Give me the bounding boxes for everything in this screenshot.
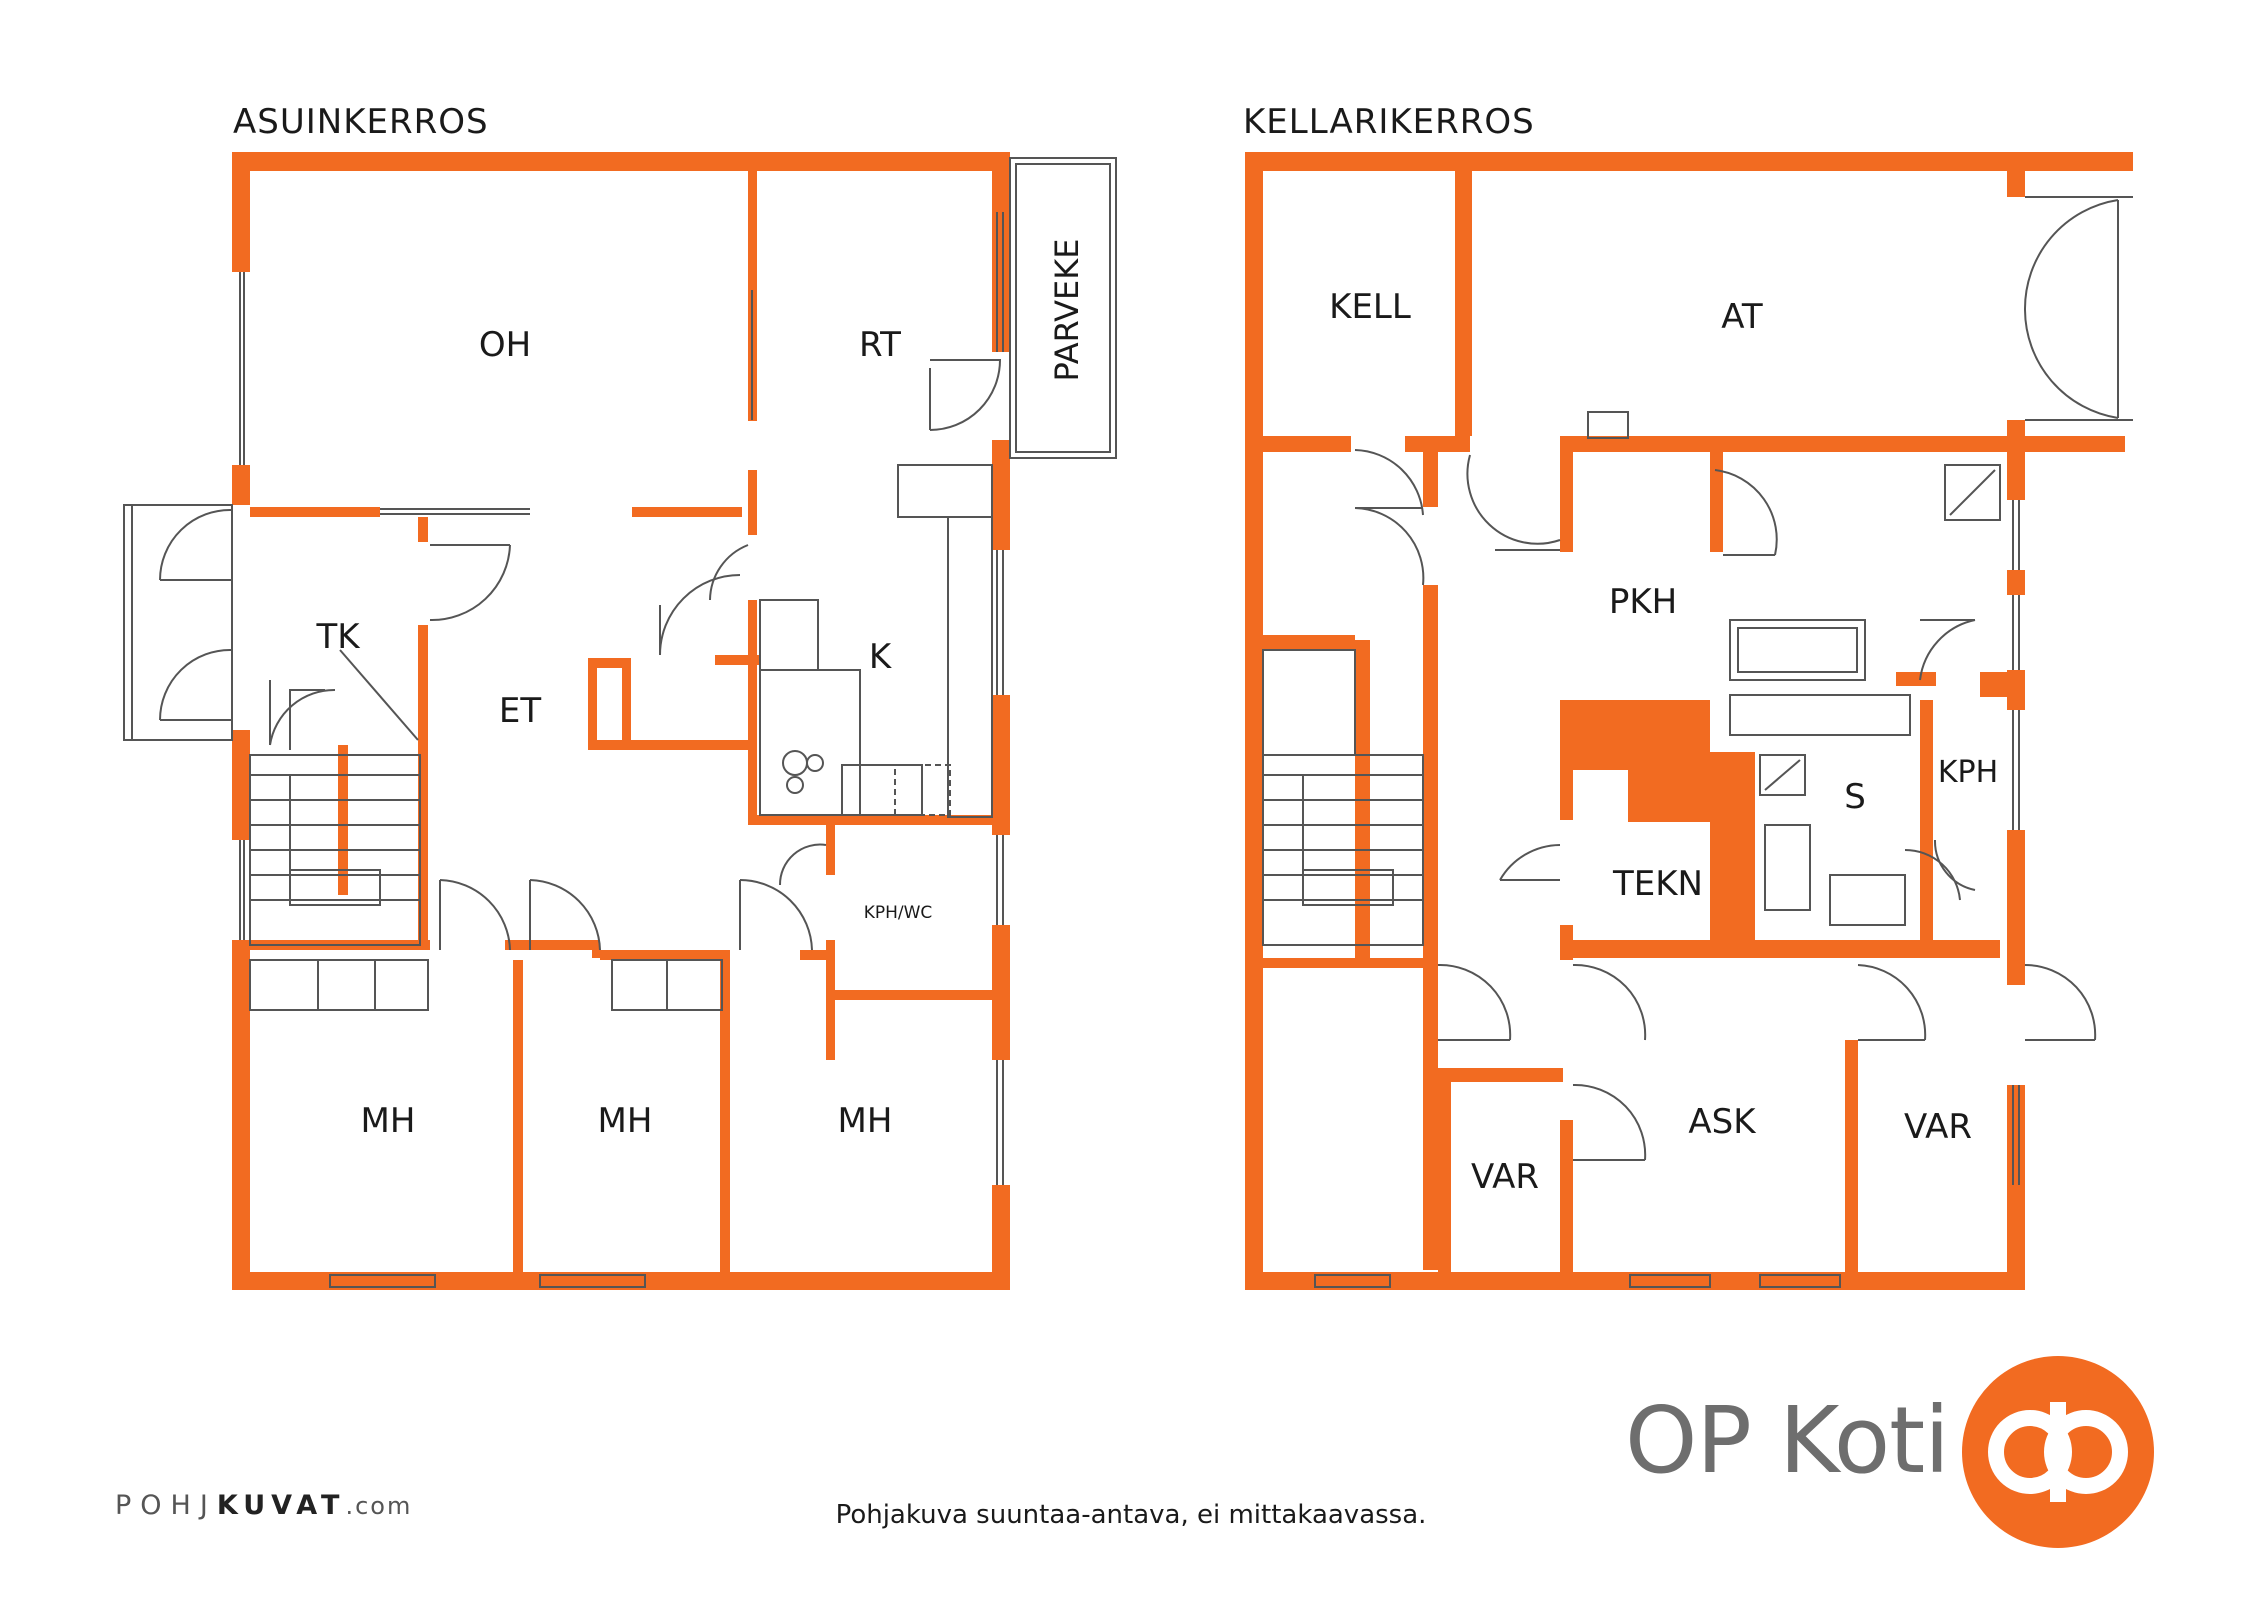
floor-title-basement: KELLARIKERROS <box>1243 102 1535 142</box>
room-label-tk: TK <box>315 617 361 657</box>
room-label-mh-2: MH <box>598 1101 653 1141</box>
pohjakuvat-credit: POHJKUVAT.com <box>115 1490 412 1521</box>
room-label-kell: KELL <box>1329 287 1411 327</box>
room-label-mh-1: MH <box>361 1101 416 1141</box>
room-label-et: ET <box>499 691 541 731</box>
disclaimer-caption: Pohjakuva suuntaa-antava, ei mittakaavas… <box>835 1500 1427 1530</box>
room-label-mh-3: MH <box>838 1101 893 1141</box>
op-logo-icon <box>1962 1356 2154 1548</box>
basement-floor <box>1245 152 2133 1290</box>
floor-title-main: ASUINKERROS <box>233 102 489 142</box>
room-label-ask: ASK <box>1688 1102 1757 1142</box>
room-label-kph: KPH <box>1938 755 1998 790</box>
brand-name: OP Koti <box>1625 1387 1950 1494</box>
room-label-tekn: TEKN <box>1612 864 1703 904</box>
main-floor-room-labels: OH RT PARVEKE TK ET K KPH/WC MH MH MH <box>315 239 1086 1141</box>
room-label-var-1: VAR <box>1471 1157 1539 1197</box>
room-label-rt: RT <box>859 325 901 365</box>
room-label-k: K <box>869 637 893 677</box>
room-label-kph-wc: KPH/WC <box>864 903 933 923</box>
credit-part2: KUVAT <box>216 1490 346 1521</box>
room-label-s: S <box>1844 777 1866 817</box>
room-label-at: AT <box>1721 297 1763 337</box>
main-floor-lines <box>123 157 1117 1288</box>
credit-part1: POHJ <box>115 1490 217 1521</box>
room-label-oh: OH <box>479 325 531 365</box>
credit-part3: .com <box>345 1492 413 1520</box>
room-label-pkh: PKH <box>1609 582 1677 622</box>
basement-room-labels: KELL AT PKH S KPH TEKN VAR ASK VAR <box>1329 287 1998 1197</box>
basement-floor-lines <box>1262 196 2133 1288</box>
room-label-var-2: VAR <box>1904 1107 1972 1147</box>
room-label-parveke: PARVEKE <box>1048 239 1086 382</box>
